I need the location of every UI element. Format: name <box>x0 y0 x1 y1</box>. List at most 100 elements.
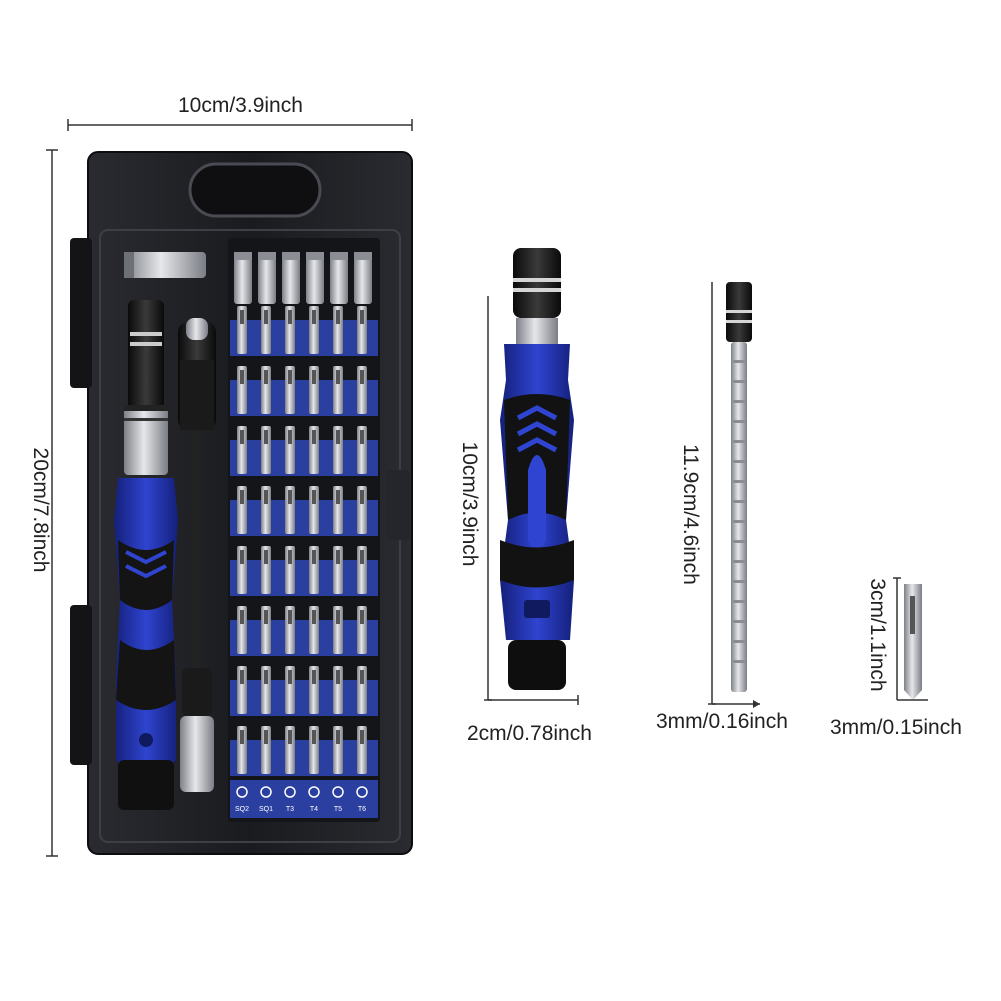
bit-tip <box>360 610 364 624</box>
bit-slot-label: T3 <box>286 806 294 813</box>
socket <box>282 252 300 304</box>
socket <box>234 252 252 304</box>
case-handle <box>114 300 178 810</box>
socket <box>306 252 324 304</box>
bit-tip <box>288 370 292 384</box>
bit <box>237 366 247 414</box>
rod-notch <box>733 440 745 443</box>
bit-diameter-label: 3mm/0.15inch <box>830 716 962 739</box>
bit-tip <box>264 610 268 624</box>
case-flex-shaft <box>178 318 216 792</box>
bit-slot-circle <box>308 786 320 798</box>
tray-band <box>230 320 378 356</box>
bit <box>285 366 295 414</box>
bit-tip <box>264 670 268 684</box>
rod-notch <box>733 460 745 463</box>
socket-rim <box>282 252 300 260</box>
bit <box>309 366 319 414</box>
bit-slot-label: SQ1 <box>259 806 273 813</box>
bit-tip <box>288 430 292 444</box>
bit <box>261 426 271 474</box>
bit-tip <box>312 310 316 324</box>
bit-tip <box>312 670 316 684</box>
bit <box>309 546 319 594</box>
single-bit <box>904 584 922 700</box>
case-width-dimension <box>67 119 413 131</box>
tray-band <box>230 440 378 476</box>
bit-tip <box>336 550 340 564</box>
extension-dimensions <box>708 282 760 708</box>
tray-band <box>230 680 378 716</box>
bit <box>333 426 343 474</box>
bit <box>285 606 295 654</box>
bit-tip <box>360 670 364 684</box>
bit <box>261 666 271 714</box>
bit <box>357 606 367 654</box>
bit <box>285 306 295 354</box>
extension-diameter-label: 3mm/0.16inch <box>656 710 788 733</box>
bit <box>261 726 271 774</box>
bit-tip <box>336 670 340 684</box>
tray-band <box>230 620 378 656</box>
bit-tip <box>312 550 316 564</box>
bit-tip <box>240 670 244 684</box>
bit <box>237 666 247 714</box>
handle-dimensions <box>484 296 579 705</box>
rod-notches <box>733 360 745 663</box>
tray-band <box>230 560 378 596</box>
rod-notch <box>733 580 745 583</box>
bit <box>309 306 319 354</box>
bit-tip <box>240 490 244 504</box>
bit <box>261 606 271 654</box>
bit <box>261 366 271 414</box>
bit <box>333 366 343 414</box>
bit <box>237 486 247 534</box>
bit-slot-label: T5 <box>334 806 342 813</box>
bit <box>357 426 367 474</box>
tray-band <box>230 380 378 416</box>
bit-tip <box>240 730 244 744</box>
rod-notch <box>733 620 745 623</box>
bit-tip <box>288 610 292 624</box>
bit-tip <box>312 730 316 744</box>
bit-tip <box>312 370 316 384</box>
bit-slot-label: SQ2 <box>235 806 249 813</box>
rod-notch <box>733 400 745 403</box>
socket-rim <box>330 252 348 260</box>
bit <box>309 426 319 474</box>
rod-notch <box>733 660 745 663</box>
rod-notch <box>733 600 745 603</box>
bit <box>357 306 367 354</box>
rod-notch <box>733 480 745 483</box>
socket-row <box>234 252 372 304</box>
bit-tip <box>264 730 268 744</box>
bit <box>261 546 271 594</box>
bit <box>357 726 367 774</box>
bit-tip <box>264 490 268 504</box>
bit-slot-circle <box>332 786 344 798</box>
bit-tip <box>336 430 340 444</box>
rod-notch <box>733 560 745 563</box>
bit <box>285 486 295 534</box>
bit-slot-circle <box>356 786 368 798</box>
bit-tip <box>312 610 316 624</box>
bit-slot-circle <box>260 786 272 798</box>
socket <box>354 252 372 304</box>
bit <box>309 666 319 714</box>
bit-slot-label: T6 <box>358 806 366 813</box>
bit <box>357 546 367 594</box>
bit <box>357 486 367 534</box>
bit <box>285 666 295 714</box>
bit-dimensions <box>893 577 928 701</box>
bit <box>285 426 295 474</box>
bit <box>237 426 247 474</box>
socket-rim <box>258 252 276 260</box>
socket-rim <box>234 252 252 260</box>
bit-tip <box>288 310 292 324</box>
bit <box>333 666 343 714</box>
case-height-dimension <box>46 149 58 857</box>
rod-notch <box>733 360 745 363</box>
case-width-label: 10cm/3.9inch <box>178 94 303 117</box>
standalone-handle <box>500 248 574 690</box>
case-extension-bar <box>124 252 206 278</box>
